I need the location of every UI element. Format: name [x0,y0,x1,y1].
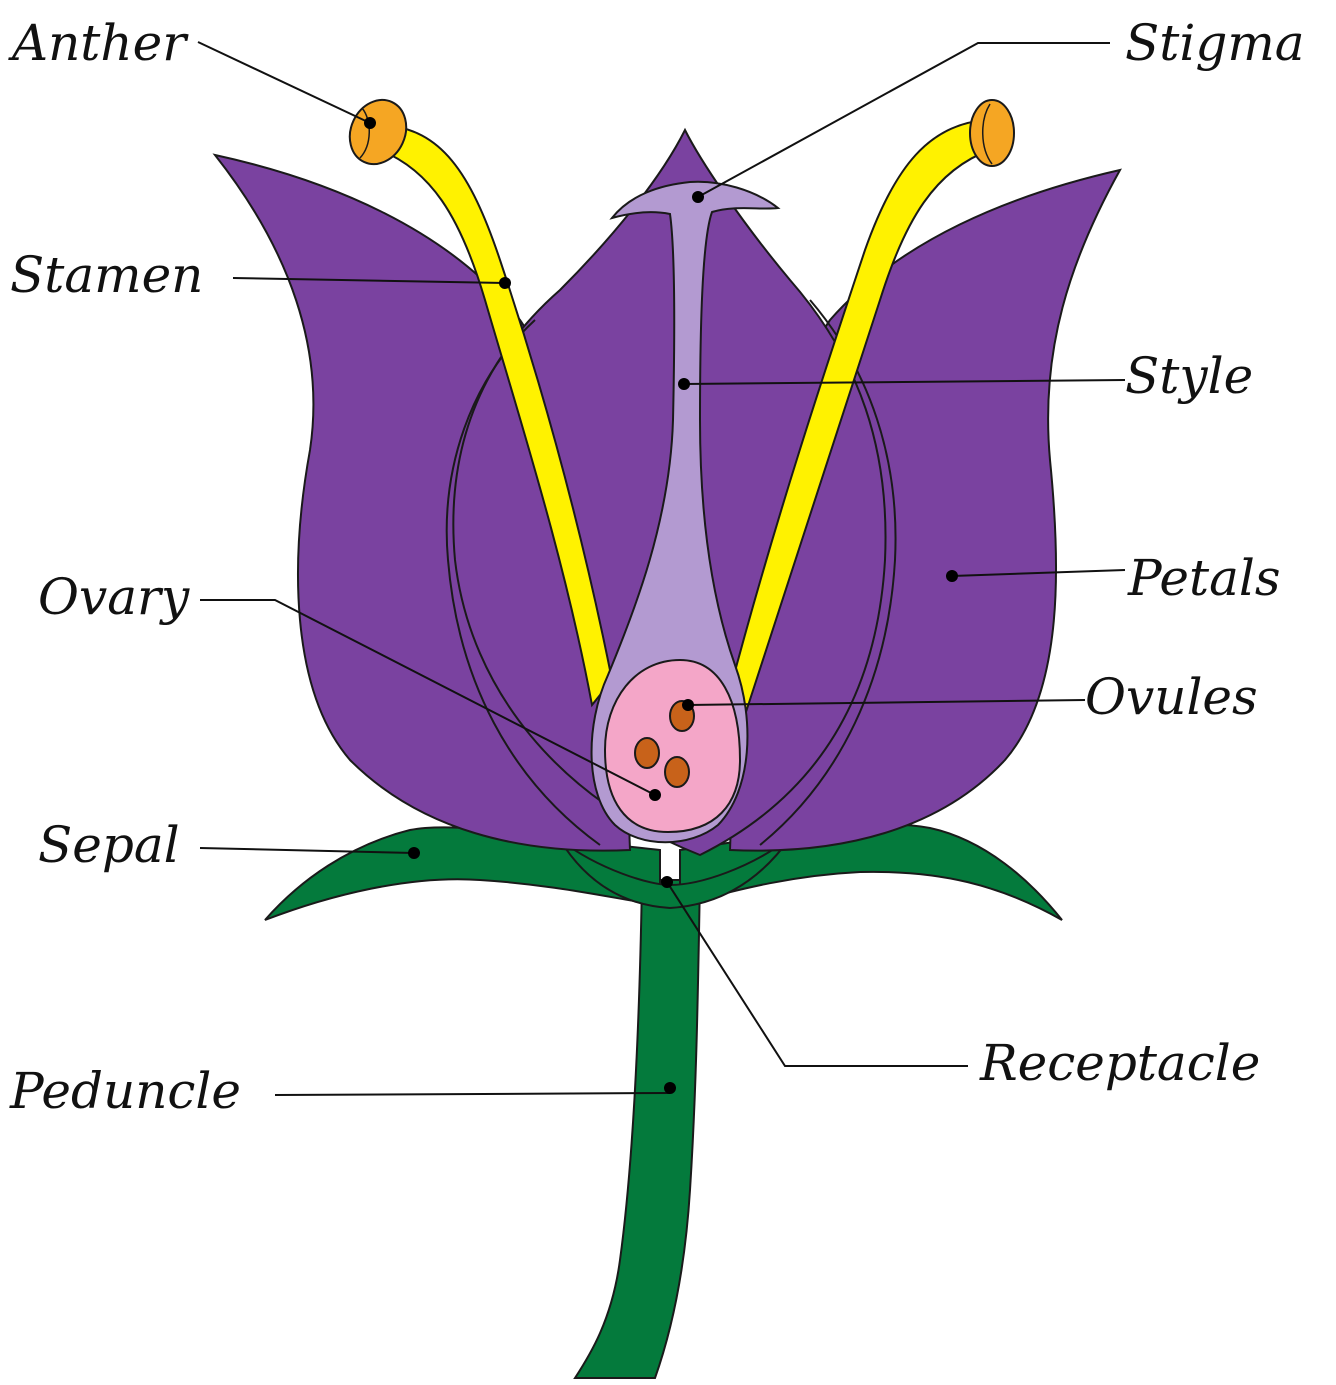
peduncle-shape [575,880,700,1378]
label-stigma: Stigma [1125,14,1305,72]
label-ovules: Ovules [1085,668,1258,726]
label-anther: Anther [8,14,189,72]
label-peduncle: Peduncle [9,1062,241,1120]
ovule-2 [635,738,659,768]
anther-right-shape [970,100,1014,166]
label-petals: Petals [1127,549,1281,607]
label-receptacle: Receptacle [979,1034,1260,1092]
label-stamen: Stamen [10,246,203,304]
label-style: Style [1125,347,1253,405]
ovary-shape [605,660,740,832]
ovule-3 [665,757,689,787]
label-ovary: Ovary [38,568,190,626]
label-sepal: Sepal [38,816,180,874]
